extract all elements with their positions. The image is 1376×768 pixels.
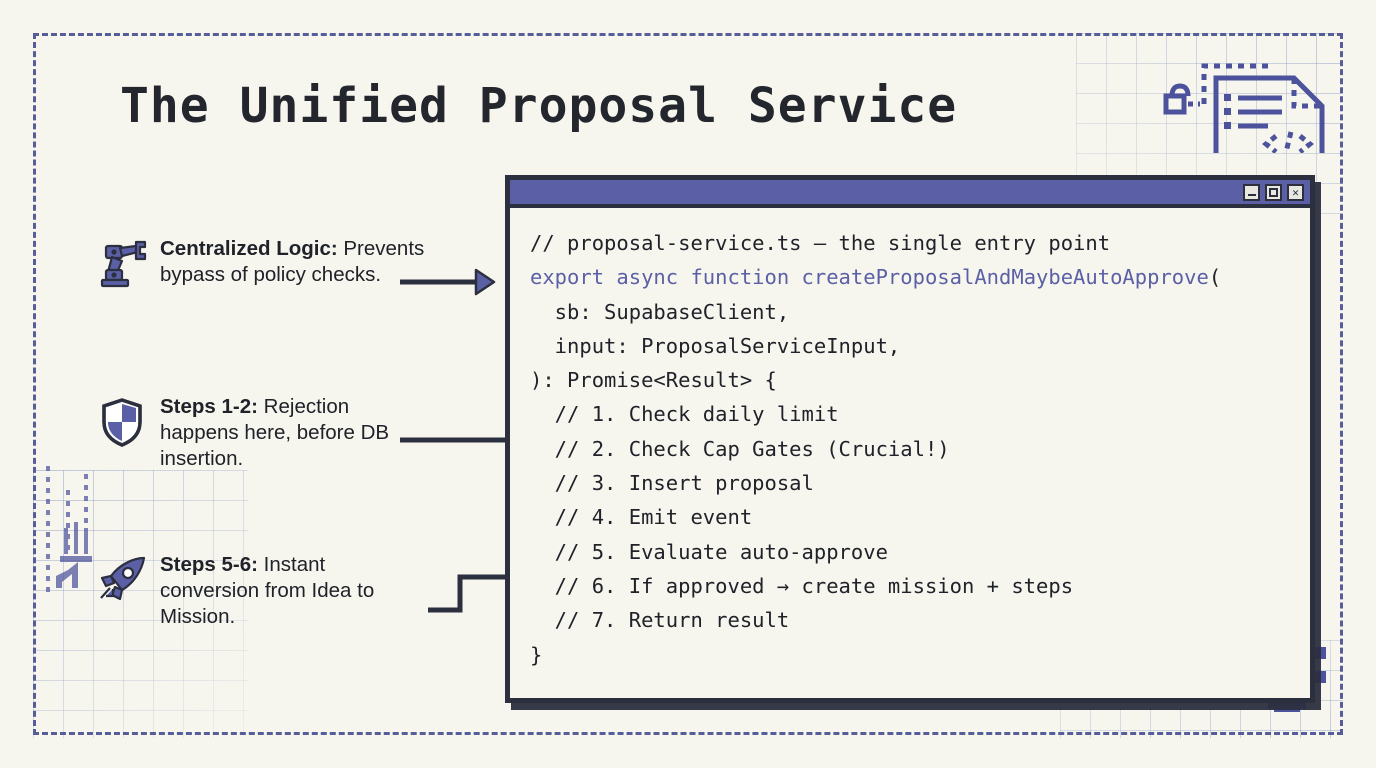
code-line: // 3. Insert proposal [530, 471, 814, 496]
code-line: input: ProposalServiceInput, [530, 333, 901, 358]
annotation-body: Rejection happens here, before DB insert… [160, 395, 390, 470]
annotation-text: Centralized Logic: Prevents bypass of po… [160, 236, 426, 288]
annotation-body: Prevents bypass of policy checks. [160, 237, 425, 286]
code-line: export async function createProposalAndM… [530, 260, 1310, 294]
annotation-lead: Steps 5-6: [160, 553, 258, 576]
code-line: sb: SupabaseClient, [530, 299, 790, 324]
robot-arm-icon [96, 238, 148, 295]
annotation-steps-1-2: Steps 1-2: Rejection happens here, befor… [96, 394, 426, 472]
window-titlebar[interactable]: ✕ [510, 180, 1310, 208]
code-line: } [530, 642, 543, 667]
annotation-text: Steps 5-6: Instant conversion from Idea … [160, 552, 426, 630]
annotation-text: Steps 1-2: Rejection happens here, befor… [160, 394, 426, 472]
code-line: // 7. Return result [530, 608, 790, 633]
code-window: ✕ // proposal-service.ts — the single en… [505, 175, 1315, 703]
minimize-button[interactable] [1243, 183, 1260, 201]
bolt-icon [1310, 645, 1330, 704]
rocket-icon [96, 554, 148, 611]
annotation-lead: Centralized Logic: [160, 237, 338, 260]
annotation-lead: Steps 1-2: [160, 395, 258, 418]
maximize-button[interactable] [1265, 183, 1282, 201]
document-code-icon [1158, 48, 1338, 161]
code-line: ): Promise<Result> { [530, 368, 777, 393]
code-punctuation: ( [1208, 265, 1222, 290]
close-button[interactable]: ✕ [1287, 183, 1304, 201]
code-line: // 5. Evaluate auto-approve [530, 539, 888, 564]
shield-icon [96, 396, 148, 453]
code-editor-content[interactable]: // proposal-service.ts — the single entr… [510, 208, 1310, 672]
code-line: // 4. Emit event [530, 505, 753, 530]
code-keyword: export async function [530, 265, 802, 290]
page-title: The Unified Proposal Service [120, 78, 958, 134]
launch-tower-icon [42, 462, 132, 607]
code-line: // 2. Check Cap Gates (Crucial!) [530, 436, 950, 461]
code-line: // 6. If approved → create mission + ste… [530, 573, 1074, 598]
annotation-centralized-logic: Centralized Logic: Prevents bypass of po… [96, 236, 426, 295]
code-line: // proposal-service.ts — the single entr… [530, 231, 1111, 255]
annotation-steps-5-6: Steps 5-6: Instant conversion from Idea … [96, 552, 426, 630]
code-line: // 1. Check daily limit [530, 402, 839, 427]
annotation-body: Instant conversion from Idea to Mission. [160, 553, 375, 628]
code-function-name: createProposalAndMaybeAutoApprove [801, 265, 1209, 290]
